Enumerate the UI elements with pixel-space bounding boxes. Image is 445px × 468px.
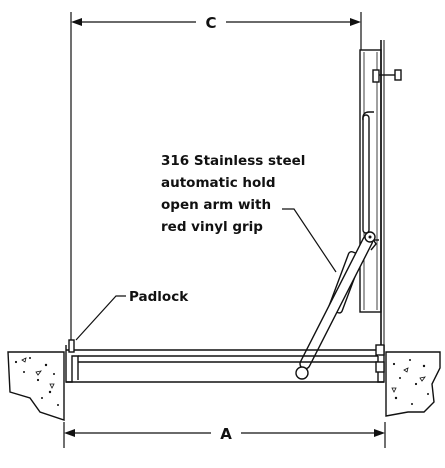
dimension-a-label: A bbox=[220, 425, 232, 443]
arm-label-line-1: 316 Stainless steel bbox=[161, 153, 305, 169]
arrowhead-right-a bbox=[374, 429, 385, 437]
arrowhead-left bbox=[71, 18, 82, 26]
dimension-c bbox=[70, 12, 362, 345]
arm-label-line-2: automatic hold bbox=[161, 175, 276, 191]
open-cover bbox=[359, 40, 402, 350]
hatch-frame bbox=[65, 339, 385, 383]
arrowhead-left-a bbox=[64, 429, 75, 437]
concrete-left bbox=[7, 351, 65, 421]
arrowhead-right bbox=[350, 18, 361, 26]
hinge bbox=[375, 361, 385, 373]
dimension-c-label: C bbox=[205, 14, 216, 32]
arm-leader-line bbox=[282, 208, 337, 273]
concrete-right bbox=[385, 351, 441, 417]
padlock-leader-line bbox=[75, 295, 126, 341]
dimension-a bbox=[63, 422, 386, 448]
arm-label-line-4: red vinyl grip bbox=[161, 219, 263, 235]
cover-latch bbox=[372, 69, 380, 83]
arm-callout: 316 Stainless steel automatic hold open … bbox=[161, 153, 305, 235]
padlock-label: Padlock bbox=[129, 289, 189, 305]
arm-bottom-pivot bbox=[295, 366, 309, 380]
arm-label-line-3: open arm with bbox=[161, 197, 271, 213]
cover-slot bbox=[362, 114, 370, 234]
padlock-hasp bbox=[68, 339, 75, 353]
hold-open-arm bbox=[295, 231, 376, 380]
